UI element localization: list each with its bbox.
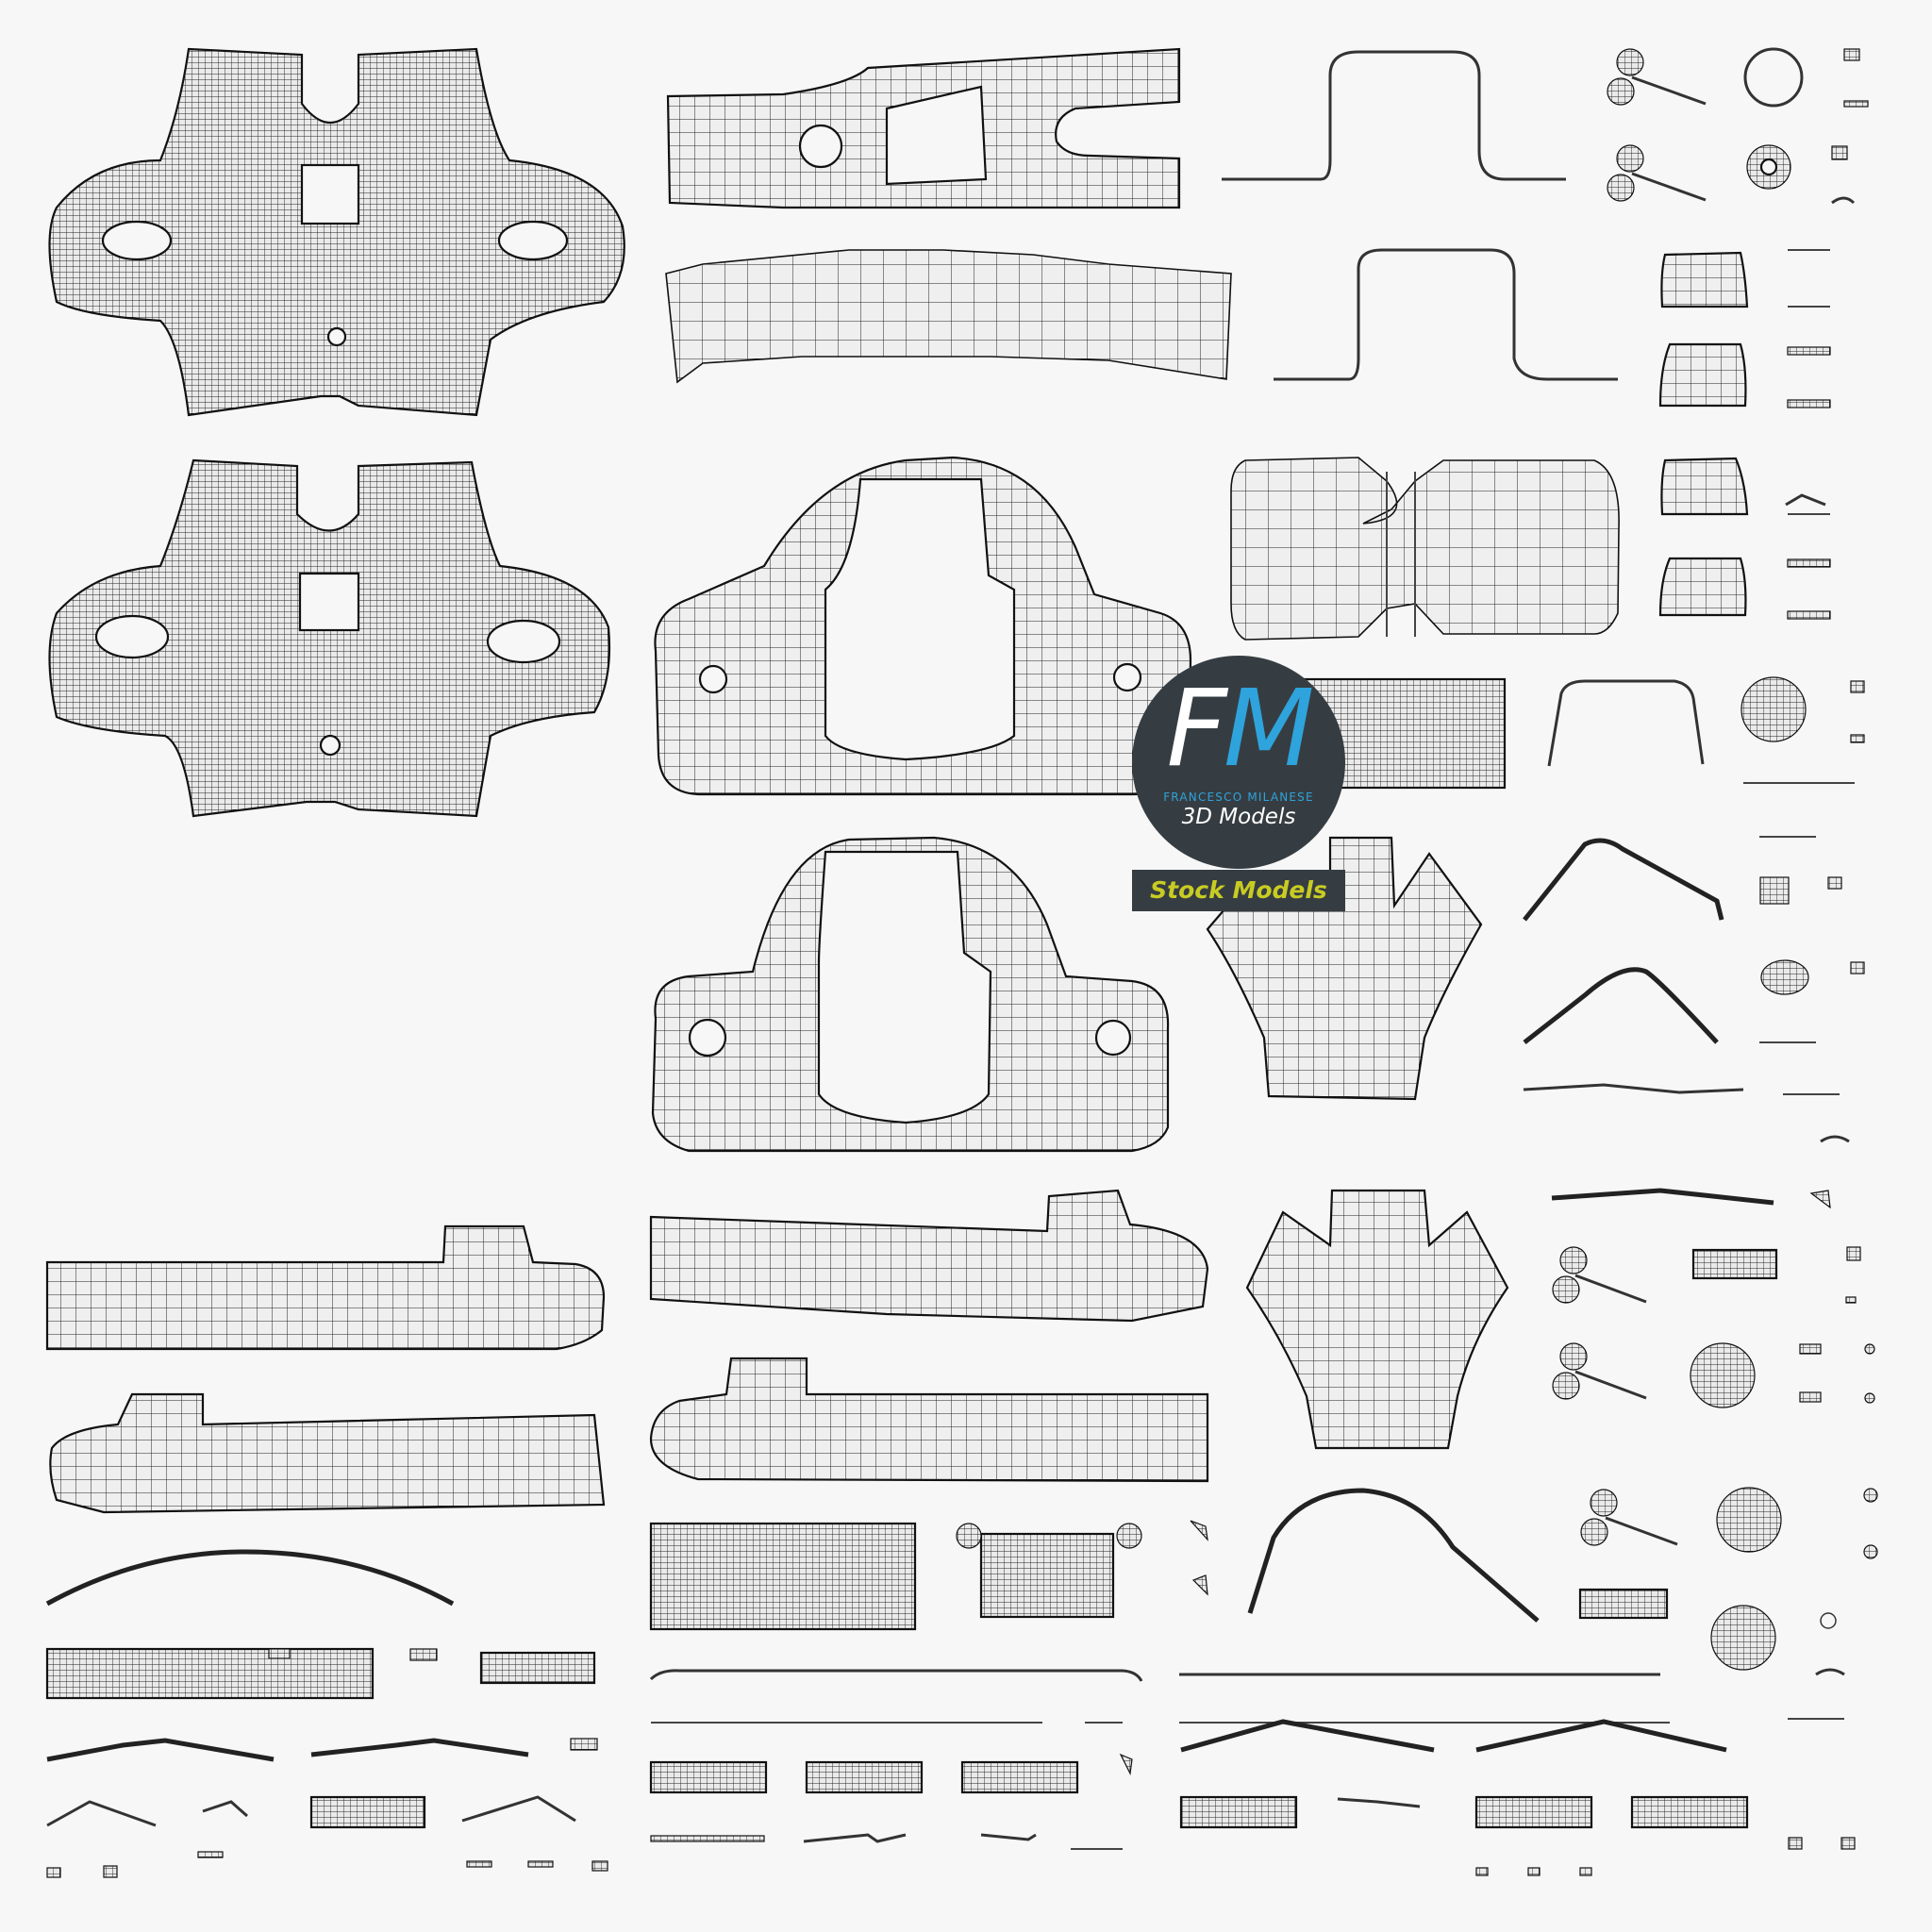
island-cross-bracket-bottom [48,458,611,818]
logo-initials: FM [1132,673,1345,786]
island-cylinder-body [1230,457,1620,641]
island-arch-mount-bottom [651,836,1170,1153]
logo-author-name: FRANCESCO MILANESE [1163,791,1314,804]
island-arch-mount-top [654,456,1192,796]
logo-subtitle: 3D Models [1181,805,1296,829]
brand-logo-badge: FM FRANCESCO MILANESE 3D Models [1132,656,1345,869]
logo-initial-f: F [1166,668,1226,791]
island-curved-band-top [665,249,1232,384]
island-bottom-mid-parts [649,1522,1749,1850]
stock-models-banner: Stock Models [1132,870,1345,911]
logo-initial-m: M [1223,668,1315,791]
island-arch-strips [1179,679,1744,1676]
island-profile-curves [1222,50,1618,381]
island-y-piece-bottom [1245,1189,1509,1450]
island-cross-bracket-top [48,47,625,417]
island-small-parts [1119,47,1878,1876]
island-bottom-left-parts [45,1549,608,1878]
island-long-rails [45,1189,1209,1514]
island-frame-arm-top [666,47,1181,209]
